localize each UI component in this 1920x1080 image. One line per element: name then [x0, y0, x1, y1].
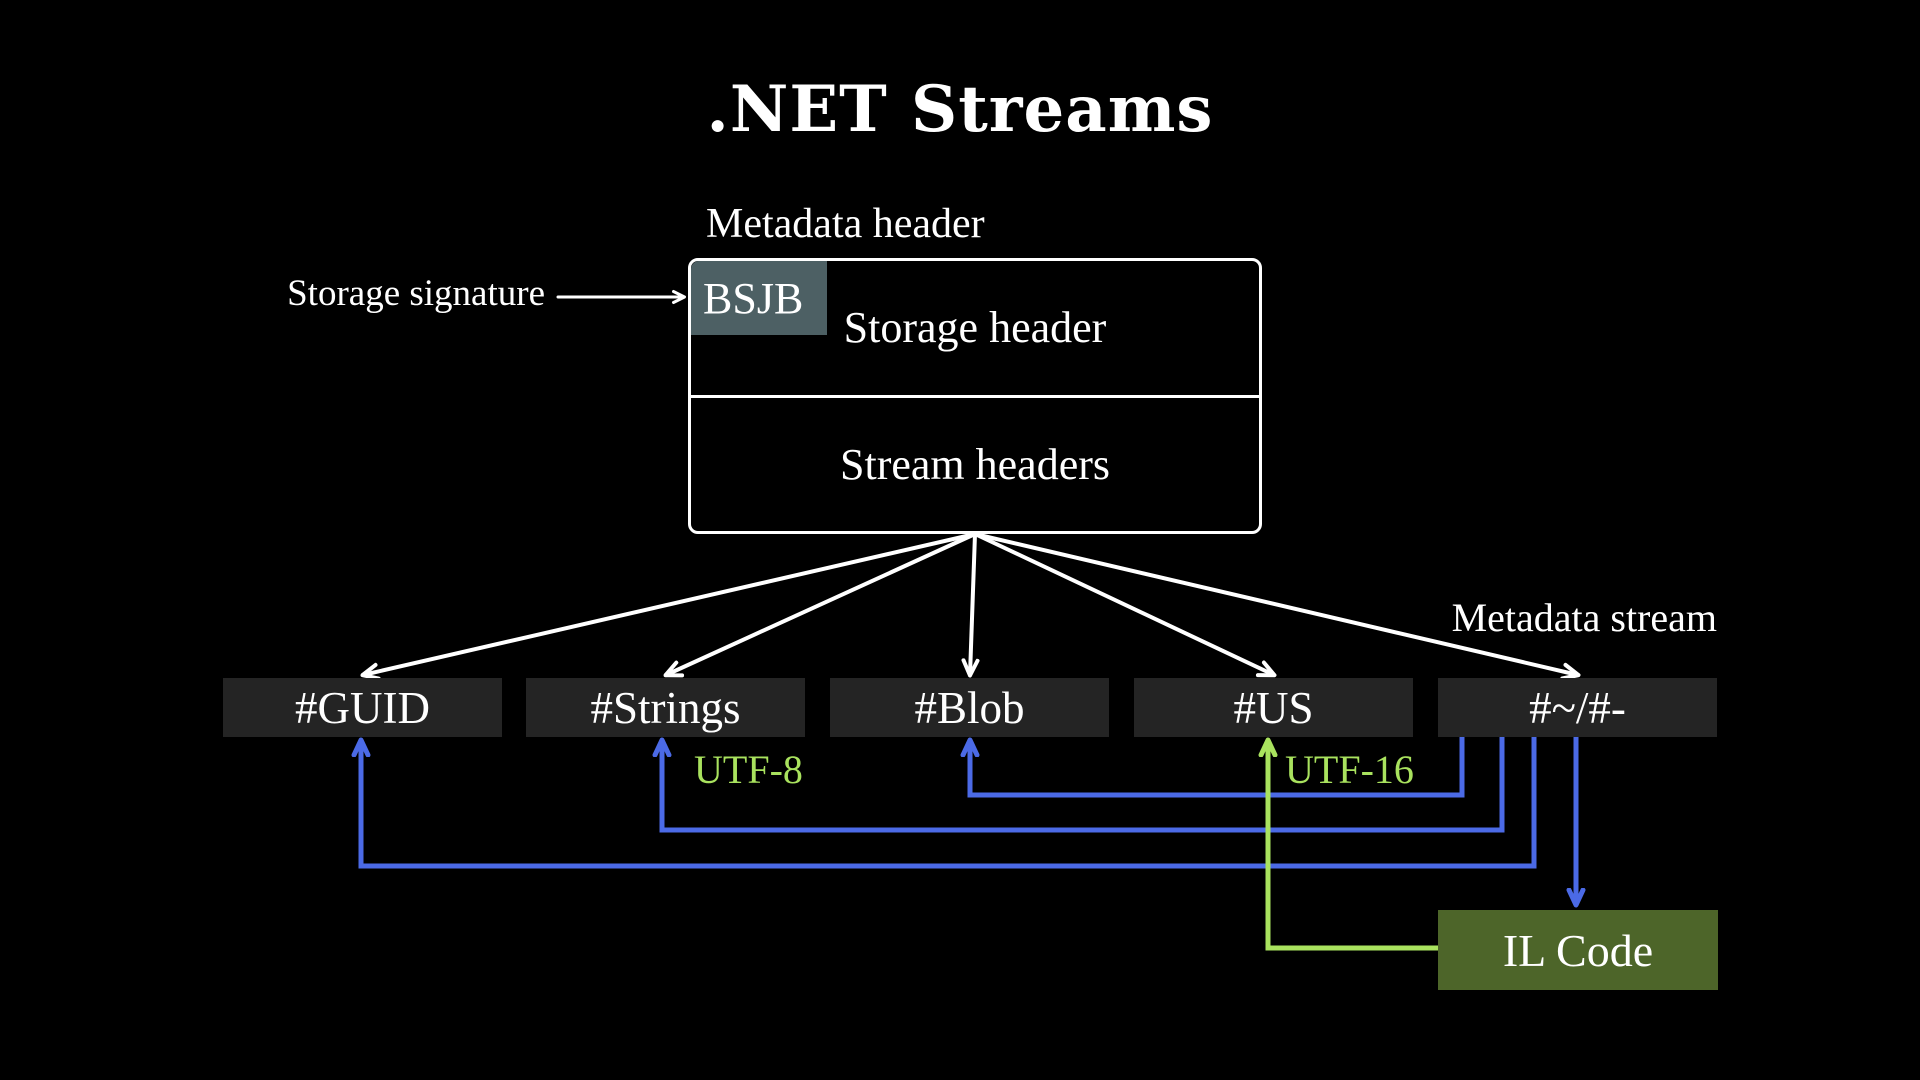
stream-box-blob: #Blob: [830, 678, 1109, 737]
fan-arrow-us: [973, 532, 1277, 678]
fan-arrow-guid: [360, 532, 977, 681]
storage-header-section: BSJB Storage header: [691, 261, 1259, 398]
storage-header-label: Storage header: [843, 303, 1107, 353]
metadata-header-label: Metadata header: [706, 201, 985, 247]
stream-label: #US: [1233, 682, 1314, 733]
stream-label: #Blob: [914, 682, 1025, 733]
stream-box-us: #US: [1134, 678, 1413, 737]
stream-label: #~/#-: [1529, 682, 1626, 733]
storage-signature-label: Storage signature: [287, 273, 545, 314]
il-code-label: IL Code: [1502, 924, 1654, 976]
stream-label: #Strings: [590, 682, 741, 733]
signature-value: BSJB: [703, 273, 804, 323]
metadata-stream-label: Metadata stream: [1451, 595, 1717, 640]
il-code-box: IL Code: [1438, 910, 1718, 990]
diagram-title: .NET Streams: [706, 72, 1214, 147]
stream-box-strings: #Strings: [526, 678, 805, 737]
utf16-label: UTF-16: [1285, 747, 1414, 792]
stream-box-metadata-tables: #~/#-: [1438, 678, 1717, 737]
storage-signature-chip: BSJB: [691, 261, 827, 335]
stream-box-guid: #GUID: [223, 678, 502, 737]
fan-arrow-strings: [663, 532, 977, 678]
metadata-header-box: BSJB Storage header Stream headers: [688, 258, 1262, 534]
stream-label: #GUID: [295, 682, 430, 733]
utf8-label: UTF-8: [694, 747, 803, 792]
fan-arrow-blob: [961, 532, 980, 678]
stream-headers-section: Stream headers: [691, 398, 1259, 532]
stream-headers-label: Stream headers: [840, 439, 1110, 489]
